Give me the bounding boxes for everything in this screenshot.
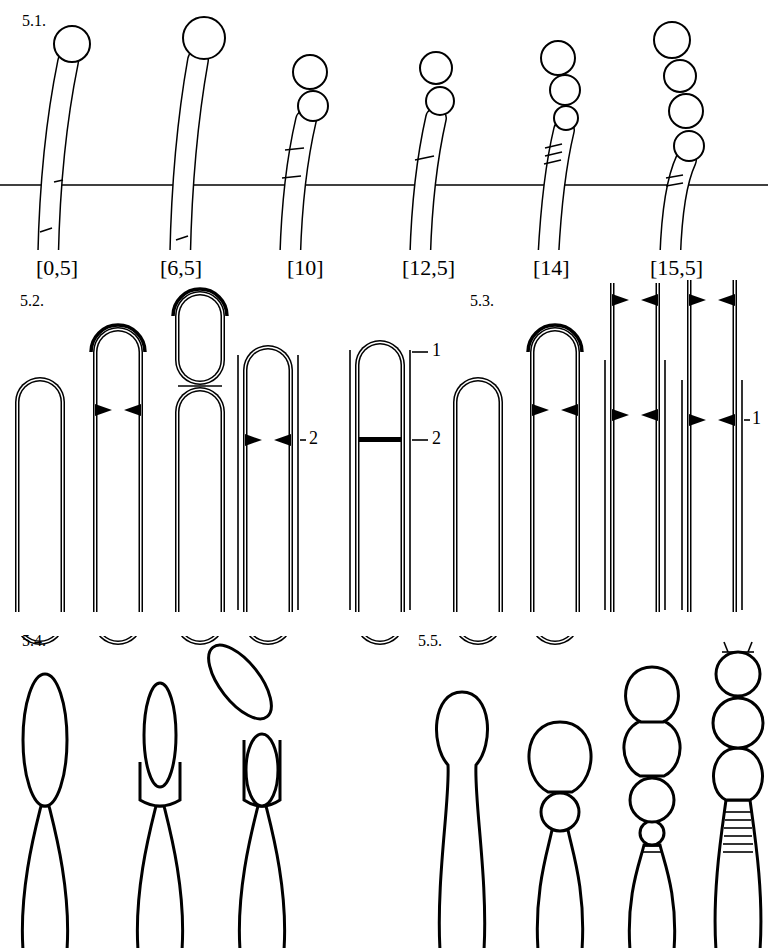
conidia bbox=[54, 17, 704, 161]
time-label: [10] bbox=[287, 256, 324, 280]
chain-sequence bbox=[436, 642, 763, 948]
callout-number: 2 bbox=[309, 429, 318, 449]
time-label: [14] bbox=[533, 256, 570, 280]
panel-number: 5.2. bbox=[20, 292, 44, 310]
septa bbox=[40, 144, 683, 240]
time-label: [15,5] bbox=[650, 256, 703, 280]
hypha-series bbox=[48, 60, 686, 262]
panel-number: 5.5. bbox=[418, 632, 442, 650]
callout-number: 1 bbox=[432, 341, 441, 361]
panel-number: 5.3. bbox=[470, 292, 494, 310]
substrate-line bbox=[0, 184, 768, 186]
time-label: [0,5] bbox=[36, 256, 78, 280]
arthric-sequence bbox=[478, 280, 750, 620]
callout-number: 2 bbox=[432, 429, 441, 449]
thallic-sequence bbox=[40, 289, 428, 620]
panel-number: 5.1. bbox=[22, 12, 46, 30]
panel-number: 5.4. bbox=[22, 632, 46, 650]
annellidic-sequence bbox=[22, 635, 284, 948]
time-label: [6,5] bbox=[160, 256, 202, 280]
callout-number: 1 bbox=[752, 409, 761, 429]
time-label: [12,5] bbox=[402, 256, 455, 280]
